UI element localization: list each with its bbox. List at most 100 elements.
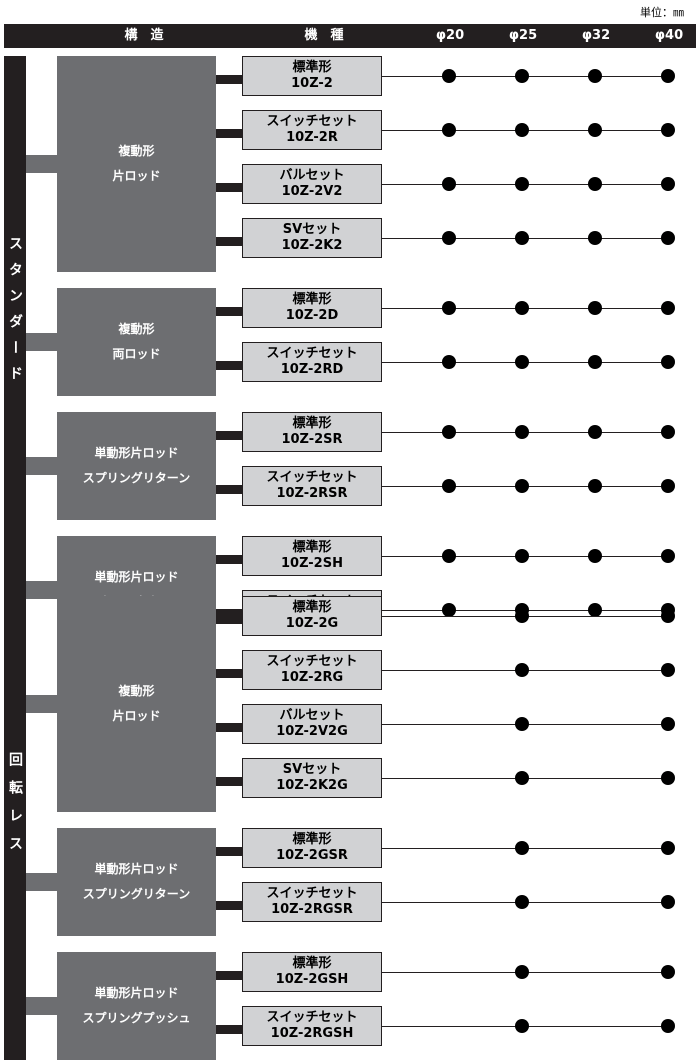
group-bar [4, 596, 26, 1060]
header-size-25: φ25 [508, 28, 538, 43]
structure-connector [26, 581, 57, 599]
model-connector [216, 431, 242, 440]
model-code: 10Z-2GSH [275, 972, 349, 987]
model-name: SVセット [282, 222, 342, 237]
structure-line: 片ロッド [112, 169, 161, 183]
availability-dot [661, 771, 675, 785]
availability-dot [588, 549, 602, 563]
model-name: スイッチセット [266, 886, 358, 901]
model-name: 標準形 [292, 60, 332, 75]
model-connector [216, 609, 242, 618]
availability-dot [442, 231, 456, 245]
model-name: 標準形 [292, 956, 332, 971]
model-code: 10Z-2GSR [276, 848, 348, 863]
structure-box: 複動形両ロッド [57, 288, 216, 396]
model-connector [216, 901, 242, 910]
availability-dot [515, 841, 529, 855]
availability-dot [661, 1019, 675, 1033]
model-name: スイッチセット [266, 1010, 358, 1025]
structure-line: 複動形 [118, 322, 155, 336]
availability-dot [515, 123, 529, 137]
header-structure: 構 造 [124, 28, 164, 43]
availability-dot [515, 663, 529, 677]
availability-dot [442, 549, 456, 563]
model-code: 10Z-2RG [280, 670, 344, 685]
structure-line: 単動形片ロッド [94, 986, 179, 1000]
availability-dot [661, 123, 675, 137]
structure-connector [26, 333, 57, 351]
availability-dot [661, 231, 675, 245]
group-bar [4, 56, 26, 644]
structure-line: スプリングリターン [82, 471, 191, 485]
group-name: スタンダード [7, 236, 23, 392]
header-size-32: φ32 [581, 28, 611, 43]
model-code: 10Z-2V2G [276, 724, 348, 739]
model-connector [216, 847, 242, 856]
model-code: 10Z-2 [291, 76, 333, 91]
availability-dot [442, 301, 456, 315]
model-connector [216, 75, 242, 84]
availability-dot [515, 895, 529, 909]
structure-box: 複動形片ロッド [57, 596, 216, 812]
structure-connector [26, 457, 57, 475]
group-label: スタンダード [4, 236, 26, 392]
availability-dot [515, 609, 529, 623]
availability-dot [588, 301, 602, 315]
model-code: 10Z-2RGSH [270, 1026, 354, 1041]
availability-dot [515, 69, 529, 83]
structure-box: 複動形片ロッド [57, 56, 216, 272]
model-code: 10Z-2V2 [281, 184, 343, 199]
availability-dot [661, 549, 675, 563]
availability-dot [515, 1019, 529, 1033]
availability-dot [515, 355, 529, 369]
availability-dot [515, 231, 529, 245]
structure-line: スプリングリターン [82, 887, 191, 901]
availability-dot [661, 717, 675, 731]
model-connector [216, 183, 242, 192]
availability-dot [661, 355, 675, 369]
model-code: 10Z-2G [285, 616, 339, 631]
availability-dot [442, 355, 456, 369]
availability-dot [588, 479, 602, 493]
availability-dot [588, 231, 602, 245]
header-model: 機 種 [304, 28, 344, 43]
availability-dot [588, 69, 602, 83]
model-code: 10Z-2RSR [276, 486, 348, 501]
model-name: バルセット [279, 168, 345, 183]
availability-dot [442, 69, 456, 83]
structure-line: 複動形 [118, 684, 155, 698]
structure-line: 単動形片ロッド [94, 570, 179, 584]
availability-dot [661, 301, 675, 315]
model-connector [216, 129, 242, 138]
availability-dot [661, 609, 675, 623]
availability-dot [661, 965, 675, 979]
model-connector [216, 615, 242, 624]
model-name: 標準形 [292, 292, 332, 307]
group-name: 回転レス [7, 752, 23, 864]
model-connector [216, 669, 242, 678]
model-name: 標準形 [292, 600, 332, 615]
availability-dot [442, 479, 456, 493]
availability-dot [588, 425, 602, 439]
availability-dot [588, 177, 602, 191]
model-name: スイッチセット [266, 470, 358, 485]
availability-dot [588, 123, 602, 137]
availability-dot [661, 895, 675, 909]
model-code: 10Z-2RD [280, 362, 344, 377]
model-connector [216, 361, 242, 370]
unit-label: 単位：㎜ [640, 6, 684, 19]
model-connector [216, 723, 242, 732]
availability-dot [515, 717, 529, 731]
structure-line: スプリングプッシュ [82, 1011, 191, 1025]
model-name: スイッチセット [266, 114, 358, 129]
model-code: 10Z-2K2G [276, 778, 348, 793]
